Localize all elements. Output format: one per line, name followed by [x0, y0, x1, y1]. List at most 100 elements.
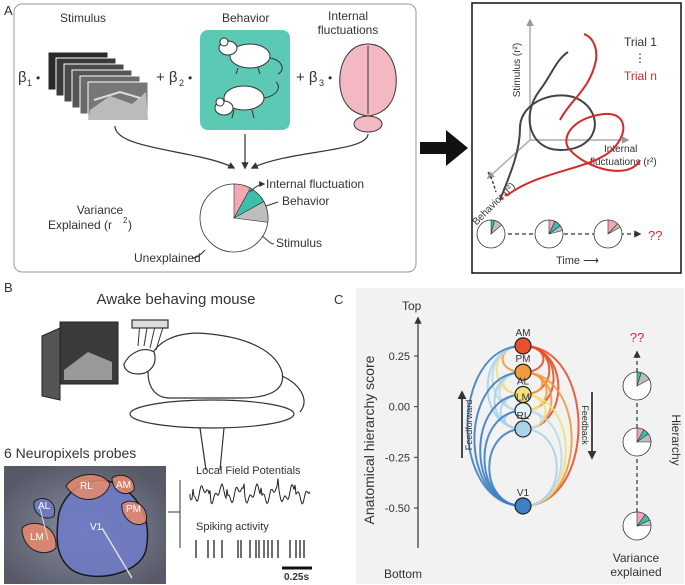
time-pie-3: [593, 219, 623, 249]
y-tick-label: 0.25: [389, 351, 410, 363]
variance-label-2: Explained (r: [48, 218, 112, 232]
plus-beta3: + β: [296, 69, 318, 86]
hierarchy-pie-1-slice-stimulus: [636, 372, 650, 387]
probes-title: 6 Neuropixels probes: [4, 445, 136, 461]
y-axis-label: Anatomical hierarchy score: [361, 355, 377, 524]
variance-label-1: Variance: [77, 203, 124, 217]
lfp-label: Local Field Potentials: [196, 465, 301, 477]
dot-2: •: [188, 71, 192, 85]
trajectory-trialn: [505, 112, 641, 197]
dot-1: •: [36, 71, 40, 85]
plus-beta2: + β: [156, 69, 178, 86]
variance-explained-1: Variance: [613, 551, 660, 565]
y-tick-label: -0.50: [385, 503, 410, 515]
panel-b-title: Awake behaving mouse: [97, 291, 256, 308]
spike-label: Spiking activity: [196, 521, 269, 533]
behavior-label: Behavior: [222, 11, 269, 25]
node-pm: [514, 363, 532, 381]
time-label: Time ⟶: [556, 255, 599, 267]
hierarchy-pie-2: [622, 427, 652, 457]
node-label-al: AL: [517, 377, 530, 388]
variance-pie-slice-stimulus: [233, 201, 269, 223]
y-tick-label: -0.25: [385, 452, 410, 464]
beta2-sub: 2: [179, 78, 184, 88]
time-pie-1: [476, 219, 506, 249]
legend-pointers: [191, 181, 279, 259]
area-label-v1: V1: [90, 522, 103, 533]
area-label-lm: LM: [30, 532, 44, 543]
beta3-sub: 3: [319, 78, 324, 88]
scalebar-label: 0.25s: [284, 572, 309, 583]
mouse-on-wheel-icon: [123, 319, 305, 471]
node-rl: [514, 420, 532, 438]
feedforward-label: Feedforward: [464, 400, 474, 451]
trajectory-trial1: [499, 51, 596, 201]
node-label-am: AM: [516, 328, 531, 339]
node-am: [514, 337, 532, 355]
stimulus-frames: [47, 51, 149, 121]
node-label-pm: PM: [516, 354, 531, 365]
node-v1: [514, 497, 532, 515]
y-ticks: 0.25 0.00 -0.25 -0.50: [385, 351, 418, 515]
beta1: β: [18, 69, 27, 86]
node-label-rl: RL: [517, 411, 530, 422]
time-question: ??: [648, 228, 662, 243]
node-label-lm: LM: [516, 393, 530, 404]
panel-c-label: C: [334, 292, 343, 307]
bottom-label: Bottom: [384, 567, 422, 581]
signal-bracket: [168, 480, 181, 548]
trial1-label: Trial 1: [624, 35, 657, 49]
mouse-icon: [214, 37, 283, 119]
hierarchy-question: ??: [630, 330, 644, 345]
legend-stimulus: Stimulus: [276, 236, 322, 250]
variance-explained-2: explained: [610, 565, 661, 579]
top-label: Top: [402, 299, 422, 313]
brain-icon: [339, 43, 397, 133]
cortex-map: [4, 466, 166, 584]
time-pie-1-slice-stimulus: [490, 220, 503, 235]
dot-3: •: [328, 71, 332, 85]
hierarchy-pie-1: [622, 371, 652, 401]
variance-end: ): [128, 218, 132, 232]
area-label-am: AM: [116, 480, 131, 491]
panel-b-label: B: [4, 280, 13, 295]
trajectory-trialn-top: [559, 33, 598, 121]
stimulus-label: Stimulus: [60, 11, 106, 25]
legend-internal: Internal fluctuation: [266, 177, 364, 191]
internal-axis-label-1: Internal: [604, 144, 637, 155]
trajectory-trialn-dash: [501, 191, 509, 201]
area-label-al: AL: [38, 501, 51, 512]
feedback-label: Feedback: [580, 405, 590, 445]
node-label-v1: V1: [517, 488, 530, 499]
legend-unexplained: Unexplained: [134, 251, 201, 265]
y-tick-label: 0.00: [389, 402, 410, 414]
variance-sup: 2: [123, 216, 128, 225]
feedforward-arc-v1-rl: [488, 427, 524, 507]
variance-pie: [199, 183, 269, 253]
monitor-icon: [41, 321, 119, 401]
time-pie-3-slice-stimulus: [607, 223, 621, 235]
area-label-rl: RL: [80, 481, 93, 492]
variance-pie: [199, 183, 269, 253]
lfp-trace: [189, 478, 311, 505]
node-lm: [514, 402, 532, 420]
internal-label-1: Internal: [328, 9, 368, 23]
hierarchy-pie-2-slice-stimulus: [636, 433, 652, 443]
panel-a-label: A: [4, 3, 13, 18]
area-nodes: AM PM AL LM RL V1: [514, 328, 532, 515]
internal-label-2: fluctuations: [318, 23, 379, 37]
hierarchy-pies: [622, 371, 652, 541]
transition-arrow: [420, 130, 468, 166]
panel-a-right-frame: [471, 2, 682, 274]
trial-ellipsis: ⋮: [634, 51, 646, 65]
beta1-sub: 1: [27, 78, 32, 88]
legend-behavior: Behavior: [282, 194, 329, 208]
time-pie-2-slice-stimulus: [548, 225, 563, 235]
hierarchy-pie-3: [622, 511, 652, 541]
internal-axis-label-2: fluctuations (r²): [590, 157, 657, 168]
time-pies: [476, 219, 623, 249]
spike-raster: [195, 540, 305, 558]
trialn-label: Trial n: [624, 69, 657, 83]
